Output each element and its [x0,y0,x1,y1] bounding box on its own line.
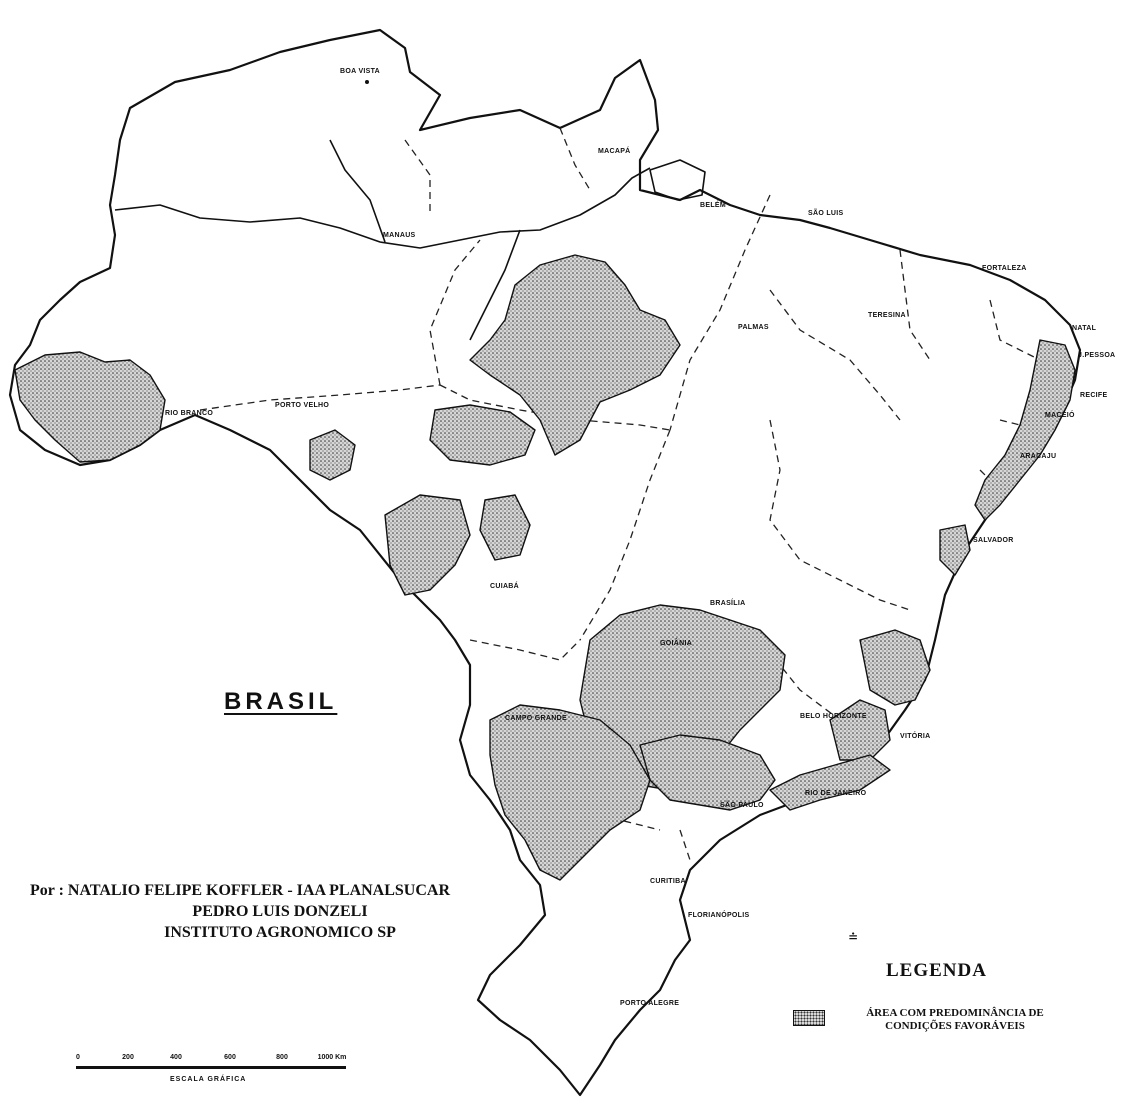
state-border [404,139,431,215]
amazon-river [114,167,651,249]
favorable-area-acre [14,351,166,463]
state-border [559,127,591,191]
favorable-area-espirito-santo [859,629,931,706]
city-aracaju: ARACAJU [1020,453,1057,460]
scale-bar: 0 200 400 600 800 1000 Km ESCALA GRÁFICA [70,1054,360,1094]
map-title: BRASIL [224,688,338,715]
scale-tick: 600 [224,1054,236,1061]
city-goiania: GOIÂNIA [660,640,693,647]
state-border [469,639,581,661]
city-boa-vista: BOA VISTA [340,68,381,75]
favorable-area-mt-north [429,404,536,466]
river-branch [329,139,386,243]
scale-caption: ESCALA GRÁFICA [170,1076,247,1083]
city-sao-luis: SÃO LUIS [808,210,844,217]
legend-item-line-1: ÁREA COM PREDOMINÂNCIA DE [866,1007,1044,1019]
credit-line-1: Por : NATALIO FELIPE KOFFLER - IAA PLANA… [30,882,451,899]
city-maceio: MACEIÓ [1045,412,1075,419]
legend-title: LEGENDA [886,960,987,981]
city-macapa: MACAPÁ [598,148,631,155]
favorable-area-northeast-coast [974,339,1076,521]
map-credits: Por : NATALIO FELIPE KOFFLER - IAA PLANA… [30,880,530,943]
city-vitoria: VITÓRIA [900,733,931,740]
marajo-island [649,159,706,201]
river-branch-2 [469,229,521,341]
favorable-area-mt-west [384,494,471,596]
state-border [429,239,481,386]
favorable-area-para [469,254,681,456]
legend-swatch-icon [793,1010,825,1026]
favorable-area-mt-center [479,494,531,561]
state-border [679,829,691,861]
legend-item-text: ÁREA COM PREDOMINÂNCIA DE CONDIÇÕES FAVO… [835,1007,1075,1033]
state-border [759,639,841,721]
scale-tick: 200 [122,1054,134,1061]
city-salvador: SALVADOR [973,537,1014,544]
favorable-area-mg-east [829,699,891,761]
city-curitiba: CURITIBA [650,878,686,885]
favorable-area-bahia-coast [939,524,971,576]
state-border [769,419,911,611]
city-porto-velho: PORTO VELHO [275,402,330,409]
city-belem: BELÉM [700,202,726,209]
credit-line-3: INSTITUTO AGRONOMICO SP [164,924,396,941]
city-campo-grande: CAMPO GRANDE [505,715,567,722]
state-border [999,419,1041,431]
favorable-area-ms-pr [489,704,651,881]
city-fortaleza: FORTALEZA [982,265,1027,272]
city-cuiaba: CUIABÁ [490,583,520,590]
scale-line [76,1066,346,1069]
city-rio-branco: RIO BRANCO [165,410,214,417]
legend-item-line-2: CONDIÇÕES FAVORÁVEIS [885,1020,1025,1032]
scale-tick: 400 [170,1054,182,1061]
state-border [769,289,901,421]
favorable-area-sp [639,734,776,811]
city-rio-de-janeiro: RIO DE JANEIRO [805,790,867,797]
city-florianopolis: FLORIANÓPOLIS [688,912,750,919]
credit-line-2: PEDRO LUIS DONZELI [192,903,368,920]
city-belo-horizonte: BELO HORIZONTE [800,713,867,720]
scale-tick: 1000 Km [317,1054,347,1061]
state-border [669,194,771,431]
city-brasilia: BRASÍLIA [710,600,746,607]
city-palmas: PALMAS [738,324,769,331]
favorable-area-rj-coast [769,754,891,811]
scale-tick: 0 [76,1054,80,1061]
legend-mark: ≐ [848,930,859,944]
city-porto-alegre: PORTO ALEGRE [620,1000,680,1007]
favorable-area-rondonia [309,429,356,481]
city-recife: RECIFE [1080,392,1108,399]
city-natal: NATAL [1072,325,1097,332]
city-joao-pessoa: J.PESSOA [1078,352,1116,359]
city-teresina: TERESINA [868,312,906,319]
city-sao-paulo: SÃO PAULO [720,802,764,809]
city-manaus: MANAUS [383,232,416,239]
scale-tick: 800 [276,1054,288,1061]
state-border [899,249,931,361]
city-dot [365,80,369,84]
